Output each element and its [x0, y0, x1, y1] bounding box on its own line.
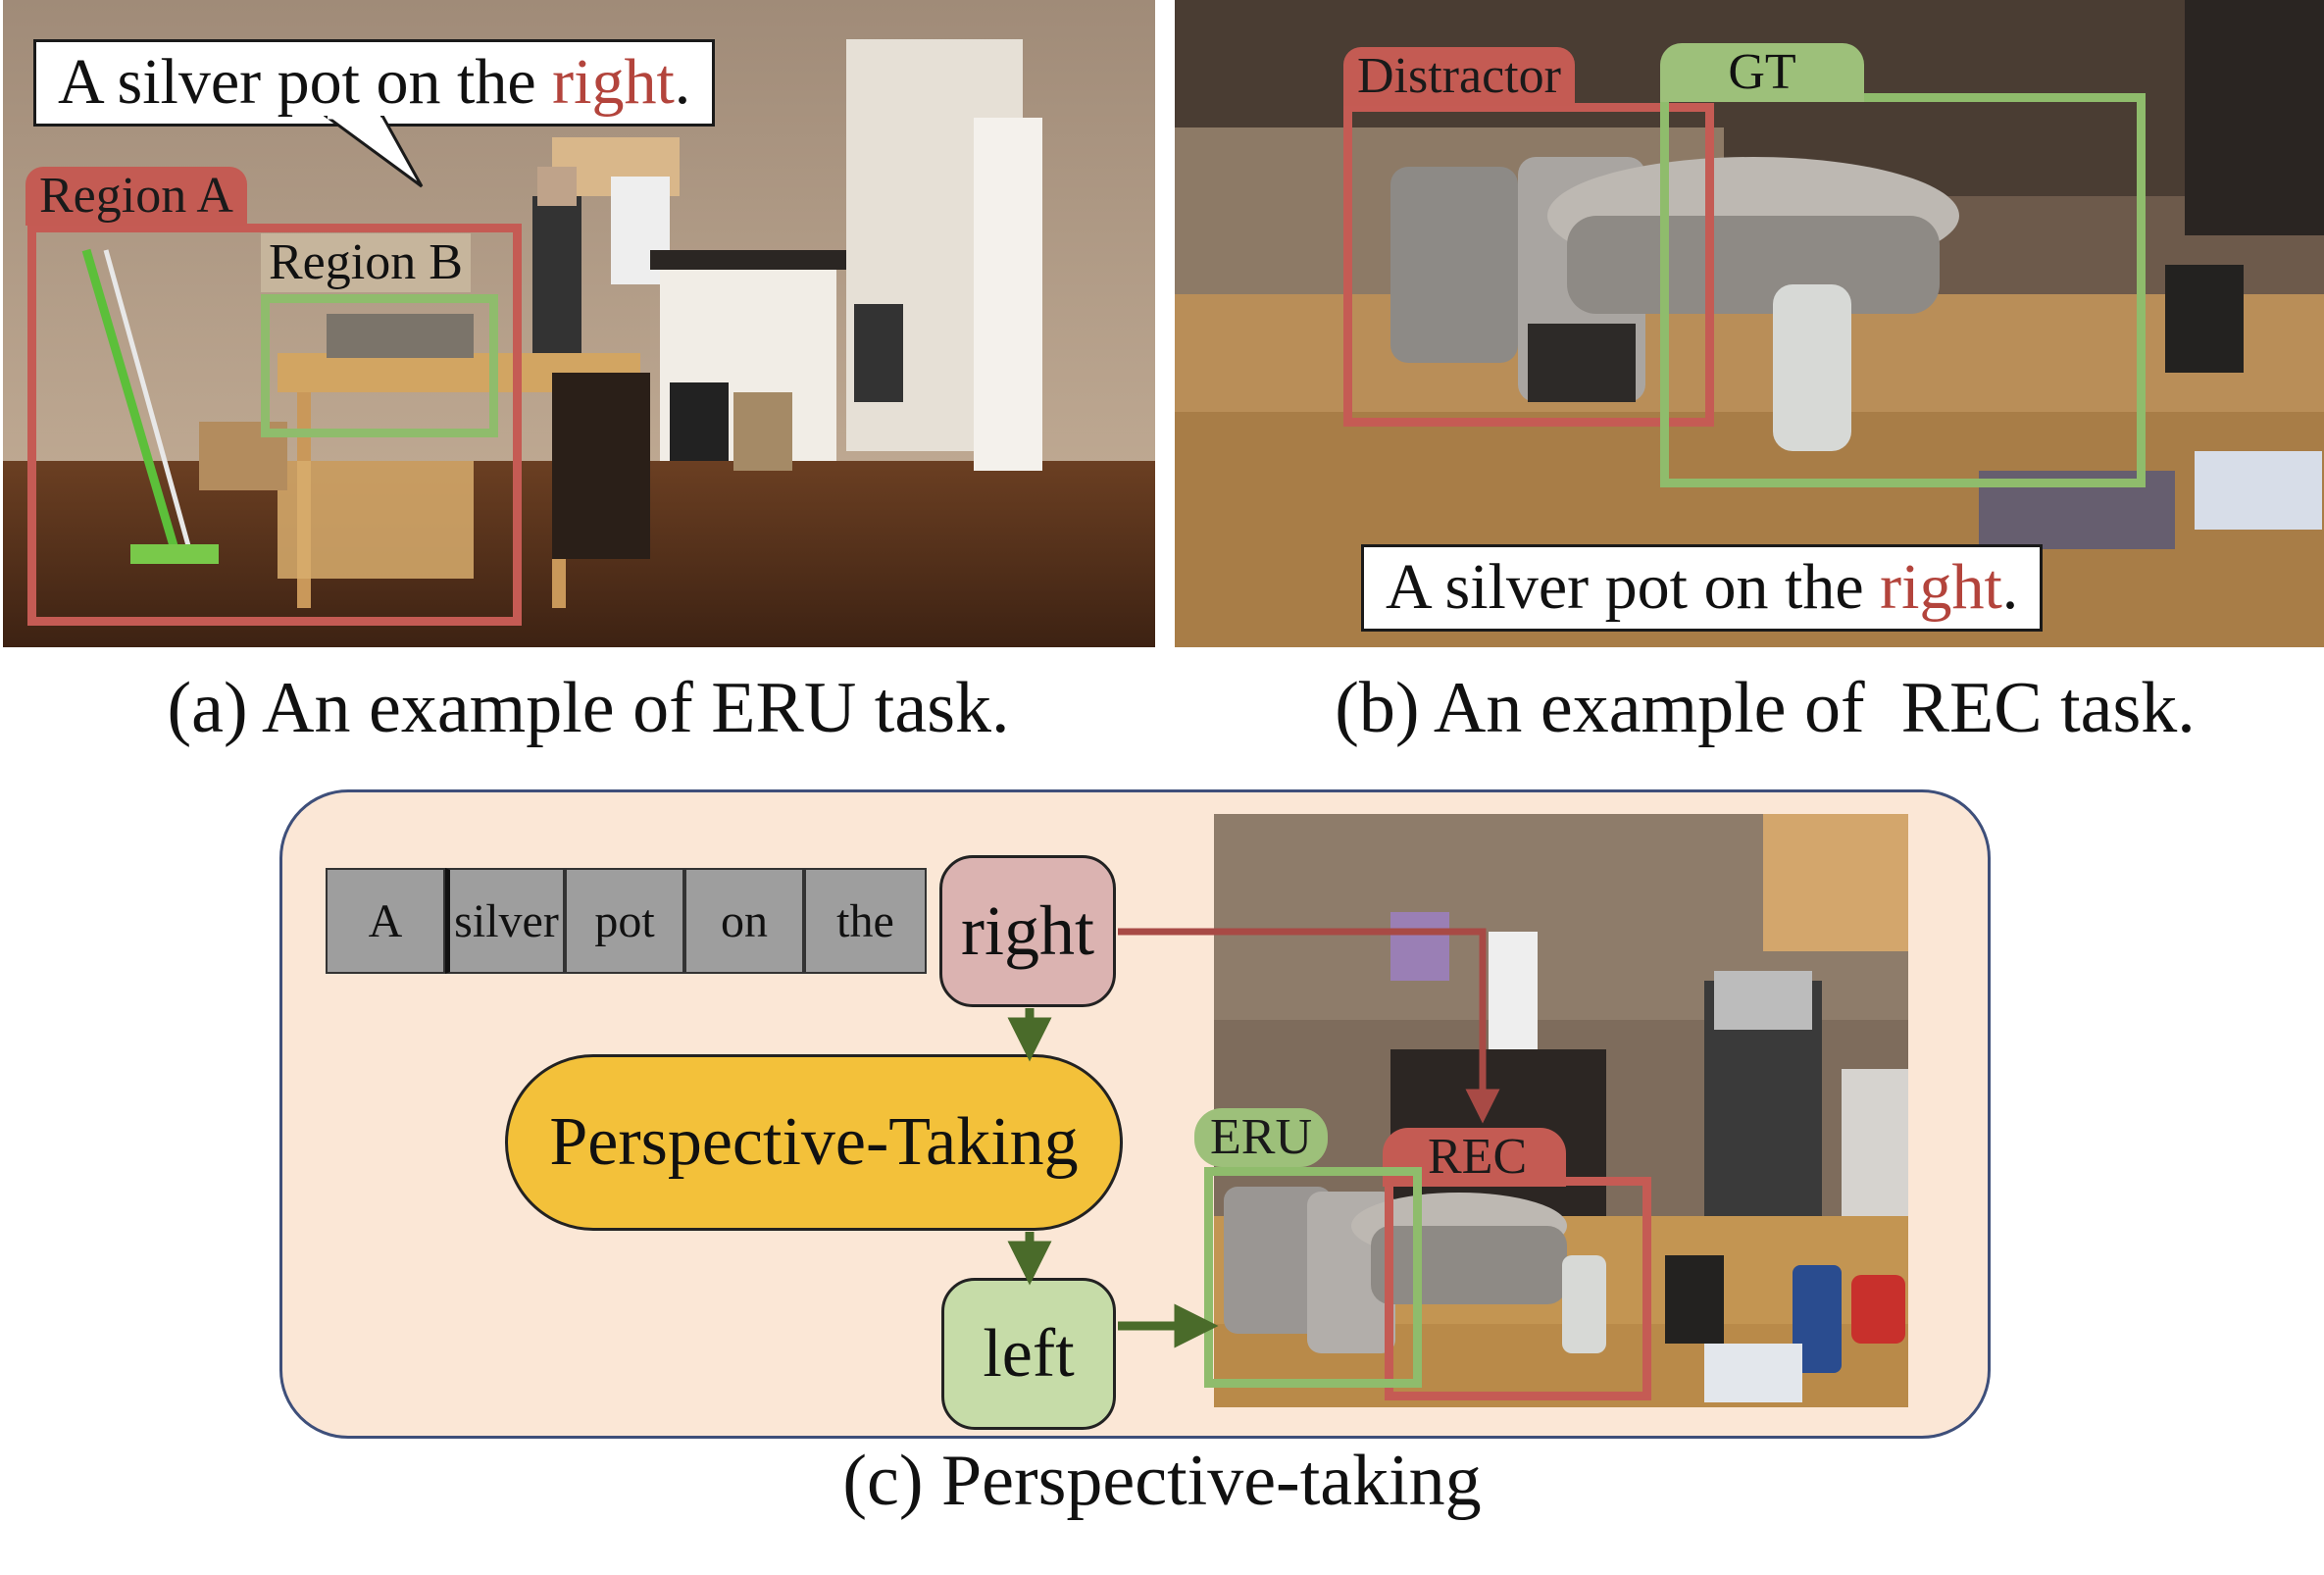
rec-box [1385, 1177, 1651, 1400]
left-token-node: left [941, 1278, 1116, 1430]
region-a-box [27, 224, 522, 626]
panel-c-photo [1214, 814, 1908, 1407]
distractor-box [1343, 103, 1714, 427]
callout-a: A silver pot on the right. [33, 39, 716, 127]
callout-a-pointer [324, 116, 424, 188]
caption-b: (b) An example of REC task. [1335, 668, 2196, 748]
caption-c: (c) Perspective-taking [842, 1441, 1482, 1521]
region-b-label: Region B [261, 233, 471, 292]
region-a-label: Region A [25, 167, 247, 226]
callout-a-highlight: right [552, 46, 675, 118]
token-on: on [684, 868, 804, 974]
panel-b-photo [1175, 0, 2324, 647]
kitchen-scene-c [1214, 814, 1908, 1407]
callout-b-period: . [2001, 551, 2019, 623]
callout-a-period: . [674, 46, 691, 118]
token-pot: pot [565, 868, 684, 974]
right-token-node: right [939, 855, 1116, 1007]
region-b-box [261, 294, 498, 437]
token-a: A [326, 868, 445, 974]
perspective-taking-node: Perspective-Taking [505, 1054, 1123, 1231]
callout-b-text: A silver pot on the [1386, 551, 1881, 623]
gt-label: GT [1660, 43, 1864, 102]
gt-box [1660, 93, 2146, 487]
token-the: the [804, 868, 927, 974]
callout-b: A silver pot on the right. [1361, 544, 2044, 632]
eru-label: ERU [1194, 1108, 1328, 1167]
distractor-label: Distractor [1343, 47, 1575, 106]
callout-a-text: A silver pot on the [58, 46, 553, 118]
caption-a: (a) An example of ERU task. [167, 668, 1010, 748]
token-silver: silver [445, 868, 565, 974]
pots-scene-b [1175, 0, 2324, 647]
eru-box [1204, 1167, 1422, 1388]
callout-b-highlight: right [1880, 551, 2002, 623]
